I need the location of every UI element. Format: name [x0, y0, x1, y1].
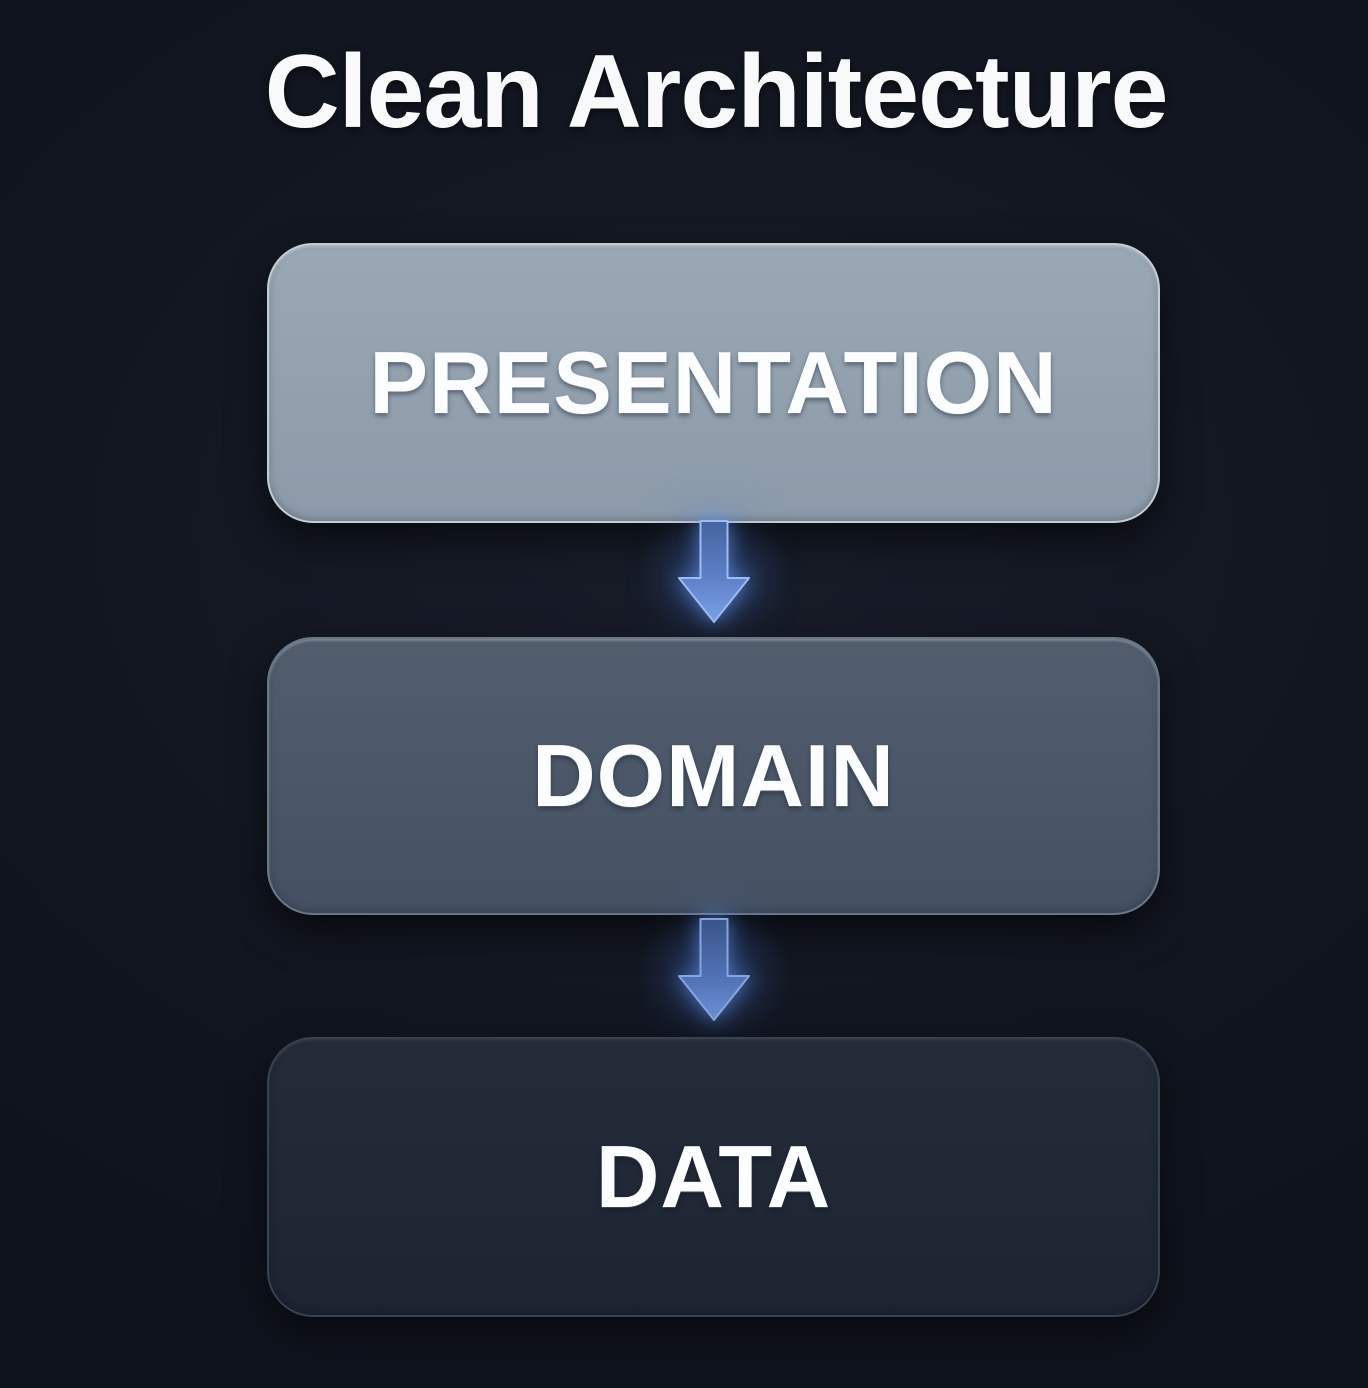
- layer-label-presentation: PRESENTATION: [369, 333, 1058, 432]
- layer-box-presentation: PRESENTATION: [267, 243, 1160, 523]
- diagram-title: Clean Architecture: [264, 34, 1169, 150]
- layer-box-domain: DOMAIN: [267, 637, 1160, 915]
- layer-label-domain: DOMAIN: [532, 726, 895, 825]
- down-arrow-icon: [678, 918, 750, 1021]
- layer-label-data: DATA: [595, 1127, 832, 1226]
- down-arrow-icon: [678, 520, 750, 623]
- layer-box-data: DATA: [267, 1037, 1160, 1317]
